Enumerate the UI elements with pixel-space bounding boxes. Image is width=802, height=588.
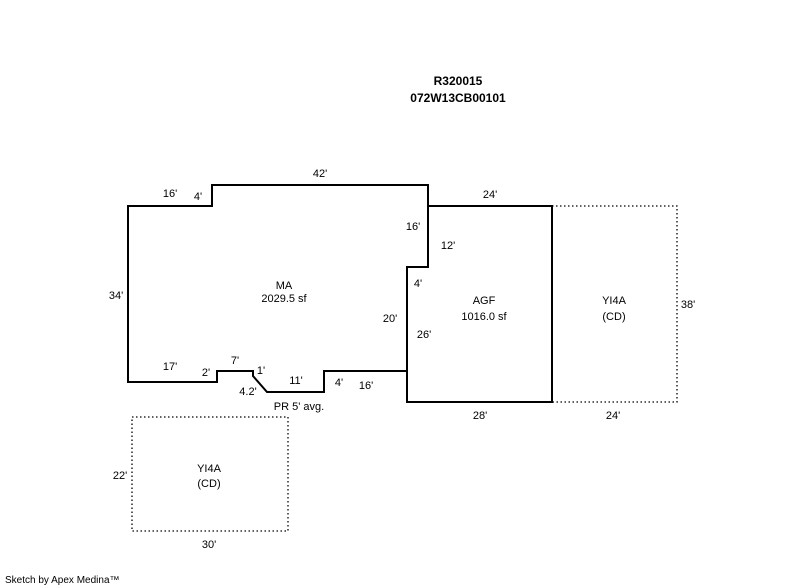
dim-label: 4' — [194, 191, 202, 203]
dim-label: 1' — [257, 365, 265, 377]
dim-label: 30' — [202, 539, 216, 551]
dim-label: 24' — [483, 189, 497, 201]
dim-label: 24' — [606, 410, 620, 422]
garage-size: 1016.0 sf — [461, 311, 507, 323]
account-number: R320015 — [434, 74, 483, 88]
main-area-code: MA — [276, 280, 293, 292]
yard-bottom-sub: (CD) — [197, 478, 220, 490]
dim-label: 7' — [231, 355, 239, 367]
dim-label: 22' — [113, 470, 127, 482]
main-area-size: 2029.5 sf — [261, 293, 307, 305]
dim-label: 20' — [383, 313, 397, 325]
garage-outline — [406, 205, 553, 403]
map-number: 072W13CB00101 — [410, 91, 506, 105]
dim-label: 2' — [202, 367, 210, 379]
dim-label: 42' — [313, 168, 327, 180]
garage-code: AGF — [473, 295, 496, 307]
dim-label: 28' — [473, 410, 487, 422]
dim-label: 12' — [441, 240, 455, 252]
yard-right-code: YI4A — [602, 295, 627, 307]
yard-bottom-code: YI4A — [197, 463, 222, 475]
dim-label: 11' — [289, 375, 303, 387]
dim-label: 26' — [417, 329, 431, 341]
dim-label: 34' — [109, 290, 123, 302]
footer-credit: Sketch by Apex Medina™ — [5, 575, 120, 586]
dim-label: 16' — [406, 221, 420, 233]
dim-label: 16' — [163, 188, 177, 200]
yard-bottom-outline — [131, 416, 289, 532]
main-area-outline — [127, 184, 429, 393]
dim-label: 4.2' — [239, 386, 256, 398]
yard-right-outline — [551, 205, 678, 403]
dim-label: 16' — [359, 380, 373, 392]
dim-label: 38' — [681, 299, 695, 311]
porch-label: PR 5' avg. — [274, 401, 324, 413]
dim-label: 4' — [414, 278, 422, 290]
yard-right-sub: (CD) — [602, 311, 625, 323]
dim-label: 17' — [163, 361, 177, 373]
dim-label: 4' — [335, 377, 343, 389]
